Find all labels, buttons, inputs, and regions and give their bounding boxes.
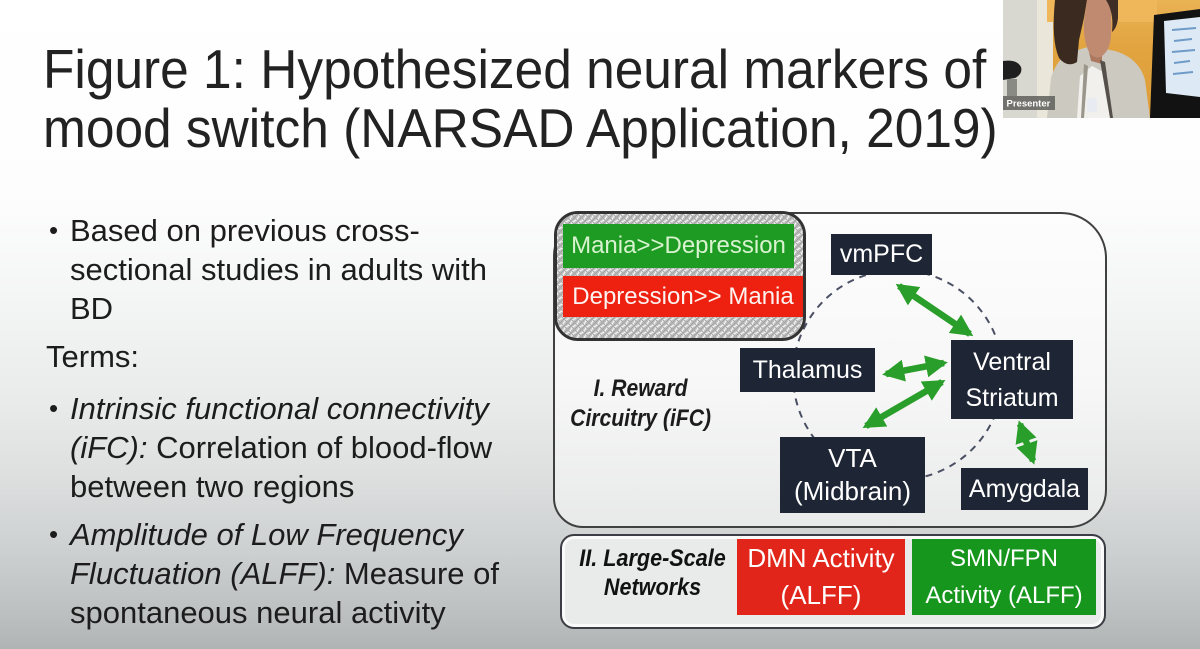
svg-text:Presenter: Presenter [1007, 99, 1051, 110]
